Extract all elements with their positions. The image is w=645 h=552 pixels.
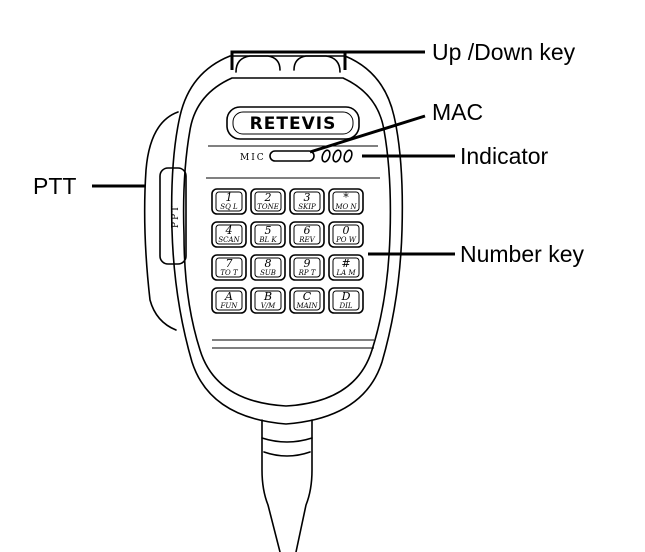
key-sub-label: FUN <box>220 302 239 310</box>
ptt-button-label: PPT <box>171 204 181 228</box>
key-main-label: 8 <box>265 257 272 270</box>
key-0[interactable]: 0PO W <box>328 221 364 248</box>
ptt-side-bulge <box>143 111 179 331</box>
key-main-label: 4 <box>225 224 233 237</box>
up-down-key-label: Up /Down key <box>432 39 576 65</box>
key-sub-label: DIL <box>338 302 352 310</box>
mic-label: MIC <box>240 153 266 163</box>
key-hash[interactable]: #LA M <box>328 254 364 281</box>
number-key-label: Number key <box>460 241 584 267</box>
key-main-label: 0 <box>343 224 350 237</box>
key-7[interactable]: 7TO T <box>211 254 247 281</box>
key-5[interactable]: 5BL K <box>250 221 286 248</box>
key-sub-label: RP T <box>298 269 317 277</box>
key-main-label: B <box>263 290 272 303</box>
key-sub-label: SKIP <box>298 203 316 211</box>
key-sub-label: LA M <box>335 269 356 277</box>
up-down-leader <box>230 50 425 70</box>
key-main-label: C <box>303 290 312 303</box>
ptt-button[interactable]: PPT <box>159 167 187 265</box>
key-main-label: * <box>343 191 349 204</box>
callout-lines <box>92 50 455 256</box>
indicator-label: Indicator <box>460 143 549 169</box>
microphone-body <box>170 55 404 425</box>
key-sub-label: MAIN <box>295 302 318 310</box>
brand-logo-text: RETEVIS <box>250 114 337 134</box>
key-main-label: 6 <box>304 224 311 237</box>
key-B[interactable]: BV/M <box>250 287 286 314</box>
cable <box>261 419 313 552</box>
key-sub-label: TO T <box>220 269 239 277</box>
key-sub-label: SUB <box>260 269 276 277</box>
lower-body-lines <box>212 339 374 349</box>
brand-badge: RETEVIS <box>226 106 360 140</box>
mac-leader <box>309 114 426 154</box>
key-main-label: # <box>341 257 350 270</box>
key-main-label: 7 <box>226 257 233 270</box>
key-main-label: D <box>341 290 351 303</box>
up-down-keys[interactable] <box>235 55 341 73</box>
key-1[interactable]: 1SQ L <box>211 188 247 215</box>
key-main-label: 5 <box>265 224 272 237</box>
key-sub-label: REV <box>298 236 315 244</box>
mic-opening <box>269 150 315 162</box>
front-divider-lines <box>206 145 380 179</box>
key-sub-label: V/M <box>261 302 276 310</box>
key-sub-label: TONE <box>257 203 279 211</box>
key-9[interactable]: 9RP T <box>289 254 325 281</box>
key-sub-label: SCAN <box>218 236 240 244</box>
key-sub-label: SQ L <box>220 203 238 211</box>
key-main-label: 2 <box>264 191 272 204</box>
mac-label-callout: MAC <box>432 99 483 125</box>
key-main-label: 9 <box>304 257 311 270</box>
key-sub-label: MO N <box>334 203 357 211</box>
key-main-label: A <box>224 290 233 303</box>
ptt-label: PTT <box>33 173 76 199</box>
key-sub-label: BL K <box>258 236 277 244</box>
key-star[interactable]: *MO N <box>328 188 364 215</box>
key-sub-label: PO W <box>335 236 357 244</box>
key-main-label: 3 <box>304 191 311 204</box>
key-main-label: 1 <box>226 191 233 204</box>
indicator-lights <box>321 149 353 163</box>
